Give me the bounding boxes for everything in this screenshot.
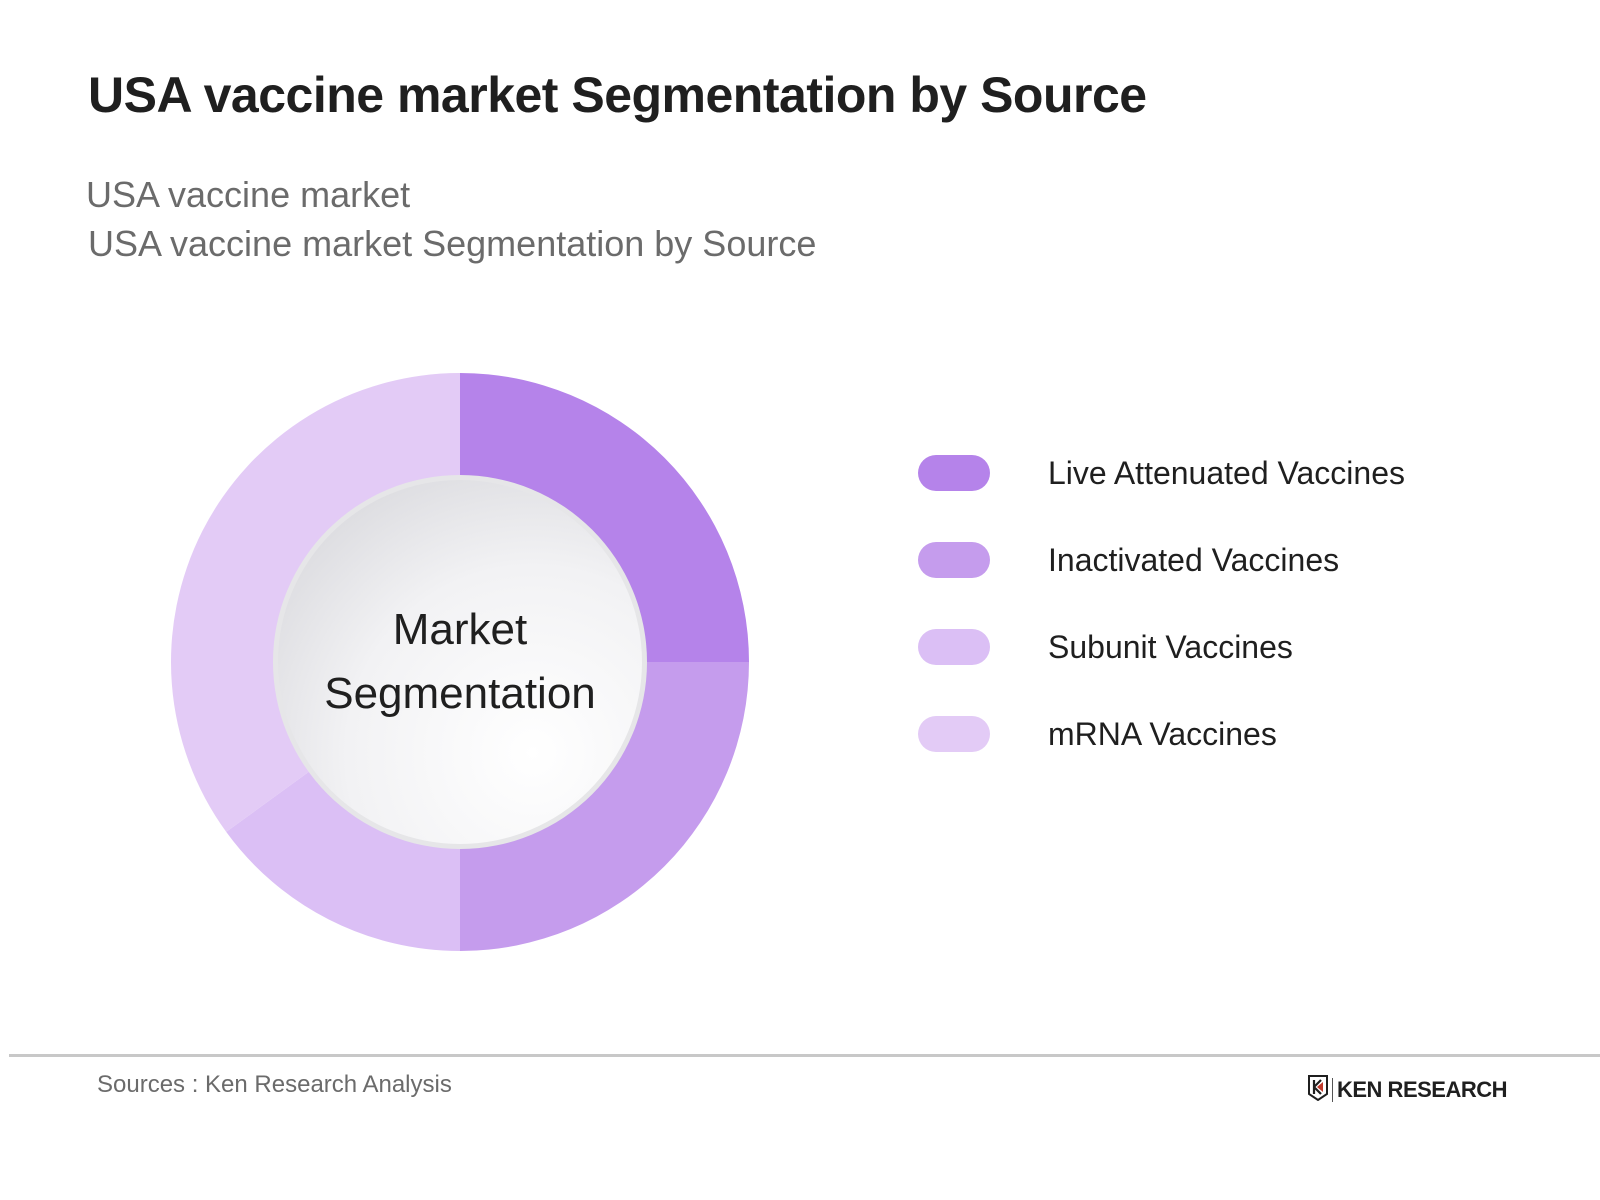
ken-research-shield-icon — [1308, 1074, 1328, 1106]
legend-item-live-attenuated[interactable]: Live Attenuated Vaccines — [918, 455, 1478, 491]
brand-name: KEN RESEARCH — [1337, 1077, 1508, 1102]
donut-chart-svg — [170, 373, 749, 951]
page-title: USA vaccine market Segmentation by Sourc… — [88, 67, 1147, 123]
subtitle-market: USA vaccine market — [86, 174, 411, 215]
donut-segment-live-attenuated-vaccines[interactable] — [460, 373, 749, 662]
legend-label: mRNA Vaccines — [1048, 715, 1277, 752]
legend-swatch — [918, 716, 990, 752]
legend-label: Inactivated Vaccines — [1048, 541, 1340, 578]
legend-swatch — [918, 455, 990, 491]
source-note: Sources : Ken Research Analysis — [97, 1071, 452, 1098]
legend-label: Live Attenuated Vaccines — [1048, 454, 1405, 491]
legend-item-inactivated[interactable]: Inactivated Vaccines — [918, 542, 1478, 578]
subtitle-segmentation: USA vaccine market Segmentation by Sourc… — [88, 223, 817, 264]
footer-divider — [9, 1054, 1600, 1057]
donut-center-disc — [278, 480, 642, 844]
donut-segment-mrna-vaccines[interactable] — [170, 373, 460, 832]
brand-logo: KEN RESEARCH — [1308, 1074, 1508, 1106]
brand-divider — [1332, 1078, 1333, 1102]
donut-segment-inactivated-vaccines[interactable] — [460, 662, 749, 951]
legend-swatch — [918, 542, 990, 578]
donut-segments — [170, 373, 749, 951]
legend-item-mrna[interactable]: mRNA Vaccines — [918, 716, 1478, 752]
chart-legend: Live Attenuated Vaccines Inactivated Vac… — [918, 455, 1478, 803]
legend-label: Subunit Vaccines — [1048, 628, 1293, 665]
legend-swatch — [918, 629, 990, 665]
legend-item-subunit[interactable]: Subunit Vaccines — [918, 629, 1478, 665]
donut-chart: Market Segmentation — [170, 372, 750, 952]
donut-segment-subunit-vaccines[interactable] — [226, 767, 460, 951]
